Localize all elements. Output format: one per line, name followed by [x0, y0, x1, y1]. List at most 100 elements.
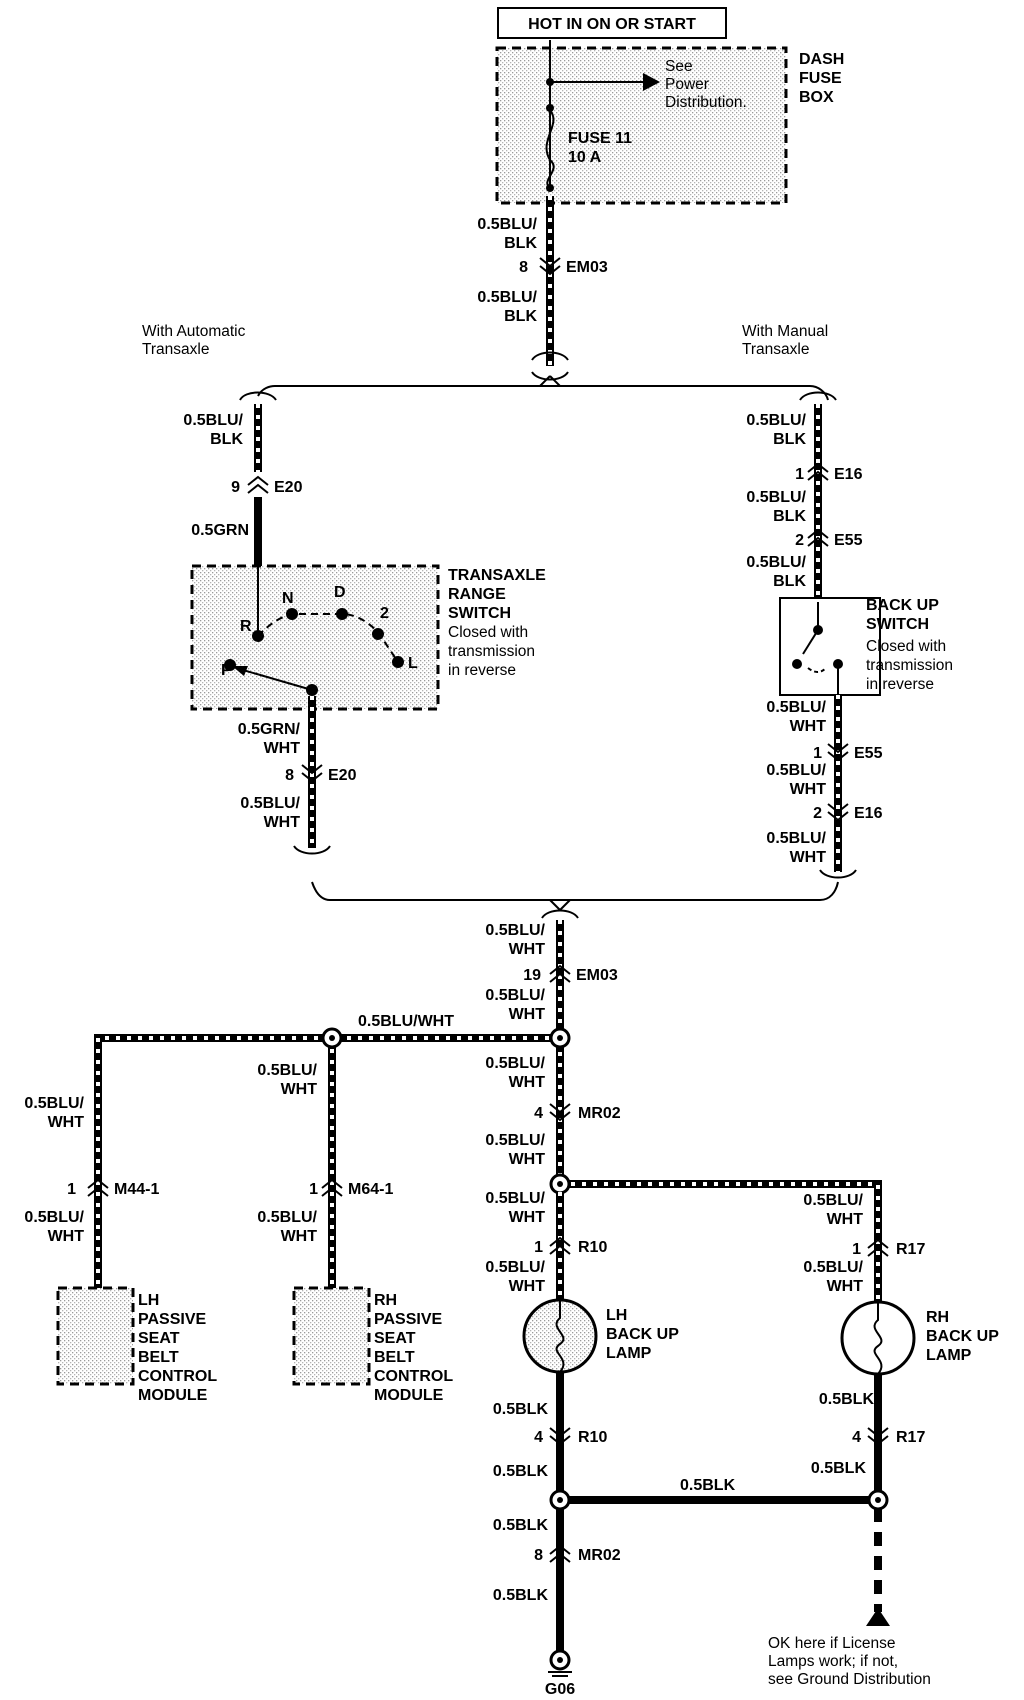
ground-arrow-icon: [866, 1608, 890, 1626]
svg-text:LAMP: LAMP: [926, 1347, 972, 1364]
svg-text:WHT: WHT: [509, 1151, 546, 1168]
lamp-filament-icon: [873, 1302, 883, 1375]
svg-text:0.5BLU/: 0.5BLU/: [257, 1209, 317, 1226]
wire-label: 0.5BLU/ WHT: [803, 1192, 863, 1228]
svg-text:EM03: EM03: [566, 259, 608, 276]
wire-label: 0.5BLK: [811, 1460, 867, 1477]
svg-text:L: L: [408, 655, 418, 672]
svg-text:R: R: [240, 618, 252, 635]
wire-label: 0.5BLU/ BLK: [477, 216, 537, 252]
fuse-symbol: [545, 109, 555, 189]
svg-text:WHT: WHT: [509, 1278, 546, 1295]
svg-text:8: 8: [519, 259, 528, 276]
svg-text:Lamps work; if not,: Lamps work; if not,: [768, 1653, 898, 1670]
wire-label: 0.5BLU/ WHT: [24, 1209, 84, 1245]
svg-text:2: 2: [813, 805, 822, 822]
svg-text:transmission: transmission: [448, 643, 535, 660]
svg-text:R17: R17: [896, 1241, 925, 1258]
svg-text:RH: RH: [374, 1292, 397, 1309]
svg-text:4: 4: [852, 1429, 861, 1446]
arrow-icon: [232, 666, 248, 676]
svg-text:4: 4: [534, 1429, 543, 1446]
wire-label: 0.5BLU/ WHT: [766, 699, 826, 735]
svg-text:BLK: BLK: [504, 235, 537, 252]
svg-text:SEAT: SEAT: [138, 1330, 180, 1347]
svg-text:1: 1: [795, 466, 804, 483]
wire-label: 0.5BLU/ BLK: [746, 489, 806, 525]
svg-text:WHT: WHT: [790, 849, 827, 866]
junction-dot: [546, 104, 554, 112]
svg-text:10 A: 10 A: [568, 149, 602, 166]
wire-label: 0.5BLK: [819, 1391, 875, 1408]
svg-text:BELT: BELT: [374, 1349, 415, 1366]
svg-text:CONTROL: CONTROL: [138, 1368, 217, 1385]
wire-label: 0.5BLU/ WHT: [24, 1095, 84, 1131]
svg-text:CONTROL: CONTROL: [374, 1368, 453, 1385]
svg-text:0.5BLU/: 0.5BLU/: [183, 412, 243, 429]
svg-text:MR02: MR02: [578, 1547, 621, 1564]
wire-label: 0.5BLU/ WHT: [485, 922, 545, 958]
rh-seat-belt-module-label: RH PASSIVE SEAT BELT CONTROL MODULE: [374, 1292, 453, 1404]
svg-text:transmission: transmission: [866, 657, 953, 674]
connector-m44-1: 1 M44-1: [67, 1178, 159, 1198]
svg-text:R10: R10: [578, 1239, 607, 1256]
arrow-right-icon: [643, 73, 660, 91]
svg-text:DASH: DASH: [799, 51, 844, 68]
wire-label: 0.5BLU/ WHT: [803, 1259, 863, 1295]
switch-contact-d: [336, 608, 348, 620]
wire-label: 0.5BLK: [493, 1517, 549, 1534]
wire-label: 0.5BLU/ WHT: [485, 1055, 545, 1091]
svg-text:M64-1: M64-1: [348, 1181, 393, 1198]
svg-text:WHT: WHT: [509, 1074, 546, 1091]
switch-contact-p: [224, 659, 236, 671]
svg-text:1: 1: [309, 1181, 318, 1198]
svg-text:BLK: BLK: [773, 573, 806, 590]
connector-em03-bottom: 19 EM03: [523, 964, 618, 984]
fuse-box-title: DASH FUSE BOX: [799, 51, 844, 106]
wire-label: 0.5BLU/ WHT: [485, 1132, 545, 1168]
wire-label: 0.5BLU/ WHT: [766, 762, 826, 798]
power-distribution-note: See Power Distribution.: [665, 58, 747, 111]
svg-text:0.5BLU/: 0.5BLU/: [485, 1259, 545, 1276]
svg-text:MODULE: MODULE: [374, 1387, 444, 1404]
svg-text:1: 1: [534, 1239, 543, 1256]
svg-text:0.5BLU/: 0.5BLU/: [477, 289, 537, 306]
svg-text:in reverse: in reverse: [448, 662, 516, 679]
wire-label: 0.5BLU/ BLK: [477, 289, 537, 325]
svg-text:WHT: WHT: [48, 1228, 85, 1245]
svg-text:2: 2: [380, 605, 389, 622]
switch-contact-r: [252, 630, 264, 642]
svg-text:BELT: BELT: [138, 1349, 179, 1366]
svg-text:Transaxle: Transaxle: [742, 341, 809, 358]
svg-text:8: 8: [534, 1547, 543, 1564]
svg-text:0.5BLU/: 0.5BLU/: [257, 1062, 317, 1079]
wire-label: 0.5BLU/ BLK: [746, 412, 806, 448]
svg-text:E16: E16: [854, 805, 883, 822]
svg-text:0.5BLU/: 0.5BLU/: [485, 987, 545, 1004]
svg-text:0.5BLU/: 0.5BLU/: [746, 554, 806, 571]
svg-text:WHT: WHT: [281, 1228, 318, 1245]
wire-label: 0.5GRN/ WHT: [238, 721, 301, 757]
connector-r17-bottom: 4 R17: [852, 1427, 925, 1446]
rh-back-up-lamp-label: RH BACK UP LAMP: [926, 1309, 999, 1364]
svg-text:MODULE: MODULE: [138, 1387, 208, 1404]
switch-contact-2: [372, 628, 384, 640]
ground-g06-label: G06: [545, 1681, 575, 1698]
svg-text:TRANSAXLE: TRANSAXLE: [448, 567, 546, 584]
svg-text:E20: E20: [328, 767, 357, 784]
svg-text:See: See: [665, 58, 693, 75]
connector-r10-bottom: 4 R10: [534, 1427, 607, 1446]
svg-text:BACK UP: BACK UP: [606, 1326, 679, 1343]
svg-text:WHT: WHT: [264, 740, 301, 757]
svg-text:0.5BLU/: 0.5BLU/: [766, 830, 826, 847]
connector-m64-1: 1 M64-1: [309, 1178, 393, 1198]
svg-text:SWITCH: SWITCH: [448, 605, 511, 622]
connector-e20-top: 9 E20: [231, 475, 303, 496]
svg-text:BLK: BLK: [210, 431, 243, 448]
svg-text:WHT: WHT: [827, 1211, 864, 1228]
svg-text:WHT: WHT: [509, 1006, 546, 1023]
svg-text:0.5BLU/: 0.5BLU/: [485, 1055, 545, 1072]
svg-text:RH: RH: [926, 1309, 949, 1326]
svg-text:FUSE: FUSE: [799, 70, 842, 87]
